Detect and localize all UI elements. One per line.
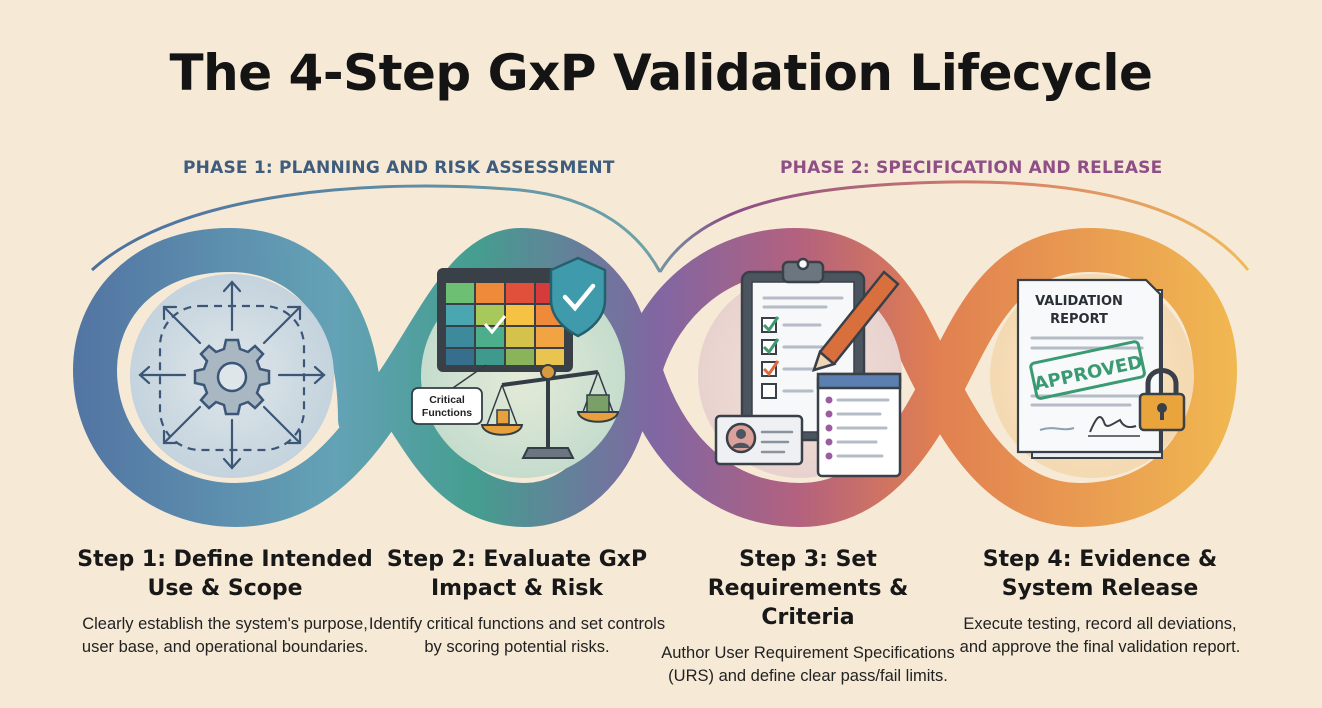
step-2-description: Identify critical functions and set cont… xyxy=(368,615,666,656)
critical-functions-callout-line1: Critical xyxy=(429,394,465,406)
gear-scope-icon xyxy=(138,280,326,470)
phase-2-label: PHASE 2: SPECIFICATION AND RELEASE xyxy=(780,158,1163,178)
step-2: Step 2: Evaluate GxP Impact & Risk Ident… xyxy=(367,545,667,658)
validation-report-icon xyxy=(1016,278,1186,459)
step-1: Step 1: Define Intended Use & Scope Clea… xyxy=(75,545,375,658)
risk-matrix-scale-icon xyxy=(411,256,620,459)
step-3-description: Author User Requirement Specifications (… xyxy=(661,644,955,685)
step-2-title: Step 2: Evaluate GxP Impact & Risk xyxy=(386,547,648,601)
critical-functions-callout-line2: Functions xyxy=(422,407,472,419)
step-3-title: Step 3: Set Requirements & Criteria xyxy=(707,547,909,630)
step-4-description: Execute testing, record all deviations, … xyxy=(959,615,1241,656)
phase-1-label: PHASE 1: PLANNING AND RISK ASSESSMENT xyxy=(183,158,615,178)
report-heading-line1: VALIDATION xyxy=(1035,294,1123,309)
report-heading-line2: REPORT xyxy=(1050,312,1108,327)
step-3: Step 3: Set Requirements & Criteria Auth… xyxy=(658,545,958,687)
phase-2-arc xyxy=(658,180,1250,273)
step-1-description: Clearly establish the system's purpose, … xyxy=(81,615,369,656)
clipboard-checklist-icon xyxy=(714,257,902,478)
step-4-title: Step 4: Evidence & System Release xyxy=(982,547,1218,601)
step-1-title: Step 1: Define Intended Use & Scope xyxy=(77,547,373,601)
phase-1-arc xyxy=(90,184,662,273)
lifecycle-band xyxy=(72,227,1238,528)
step-4: Step 4: Evidence & System Release Execut… xyxy=(950,545,1250,658)
page-title: The 4-Step GxP Validation Lifecycle xyxy=(169,44,1153,102)
